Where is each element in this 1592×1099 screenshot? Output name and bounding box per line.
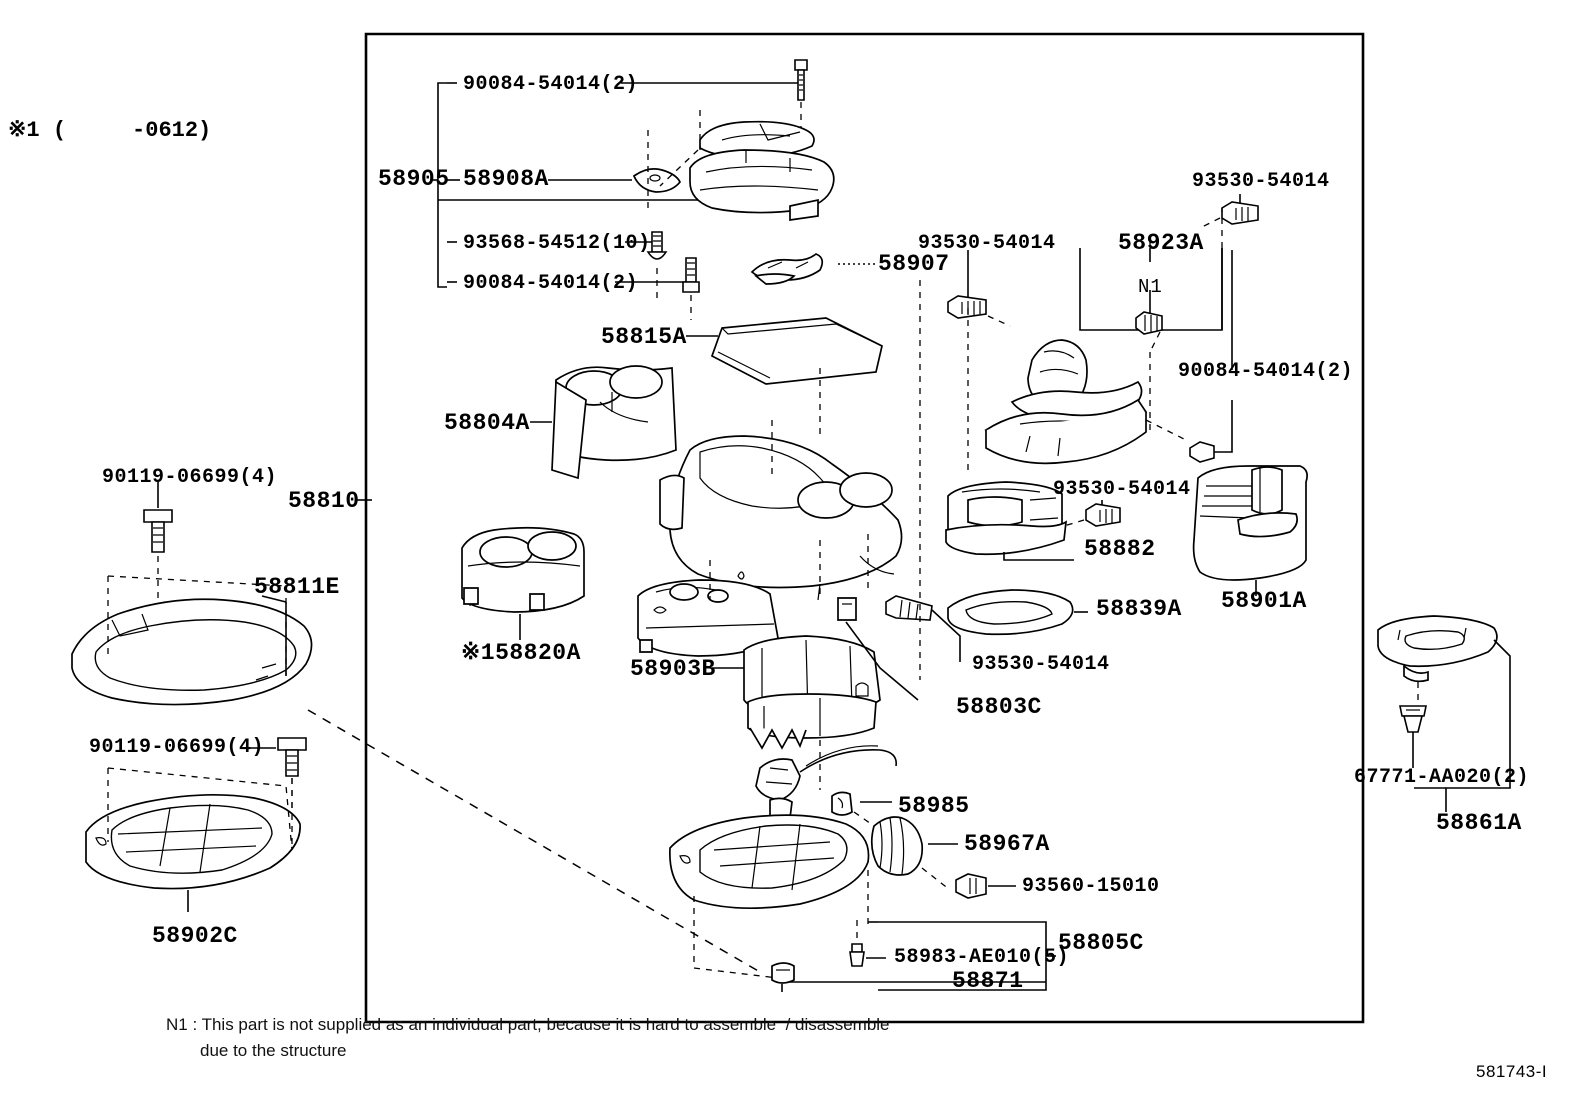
bolt-67771-icon <box>1400 706 1426 768</box>
label-58871: 58871 <box>952 968 1024 994</box>
bolt-90084-low-icon <box>683 258 699 320</box>
part-58871-icon <box>772 963 794 992</box>
label-58967A: 58967A <box>964 831 1050 857</box>
screw-93530-b-icon <box>1200 194 1258 228</box>
part-shift-cable <box>756 746 896 852</box>
part-58907-icon <box>752 254 878 284</box>
part-58985-icon <box>832 792 892 826</box>
label-n1-marker: N1 <box>1138 276 1163 298</box>
label-58903B: 58903B <box>630 656 716 682</box>
part-58803C-icon <box>744 636 880 790</box>
label-58810: 58810 <box>288 488 360 514</box>
assembly-reference-line <box>308 710 760 972</box>
footnote-line-1: N1 : This part is not supplied as an ind… <box>166 1015 890 1034</box>
label-58815A: 58815A <box>601 324 687 350</box>
screw-93530-a-icon <box>948 250 1010 326</box>
part-58839A-icon <box>948 590 1088 634</box>
part-58815A-icon <box>686 318 882 440</box>
label-58923A: 58923A <box>1118 230 1204 256</box>
part-58967A-icon <box>872 817 958 890</box>
label-90084-54014-low: 90084-54014(2) <box>463 272 639 295</box>
label-67771-AA020: 67771-AA020(2) <box>1354 766 1530 789</box>
part-58908A-icon <box>634 169 680 192</box>
bolt-90119-upper-icon <box>144 482 172 600</box>
label-58820A: ※158820A <box>461 640 581 666</box>
label-93530-54014-a: 93530-54014 <box>918 232 1056 255</box>
label-58907: 58907 <box>878 251 950 277</box>
part-58905-console-lid <box>648 110 834 220</box>
label-90084-54014-top: 90084-54014(2) <box>463 73 639 96</box>
label-58882: 58882 <box>1084 536 1156 562</box>
label-93530-54014-d: 93530-54014 <box>972 653 1110 676</box>
label-58811E: 58811E <box>254 574 340 600</box>
part-58901A-icon <box>1194 466 1308 596</box>
label-93568-54512: 93568-54512(10) <box>463 232 651 255</box>
part-58820A-icon <box>462 528 584 640</box>
label-58905: 58905 <box>378 166 450 192</box>
label-58901A: 58901A <box>1221 588 1307 614</box>
bolt-90084-right-icon <box>1190 248 1232 462</box>
screw-93530-c-icon <box>1064 500 1120 526</box>
label-90119-06699-lower: 90119-06699(4) <box>89 736 265 759</box>
label-58908A: 58908A <box>463 166 549 192</box>
label-58805C: 58805C <box>1058 930 1144 956</box>
label-93530-54014-b: 93530-54014 <box>1192 170 1330 193</box>
clip-58983-icon <box>850 920 886 966</box>
label-93530-54014-c: 93530-54014 <box>1053 478 1191 501</box>
footnote-line-2: due to the structure <box>200 1041 347 1060</box>
label-58803C: 58803C <box>956 694 1042 720</box>
part-58902C-icon <box>86 768 300 912</box>
label-58983-AE010: 58983-AE010(5) <box>894 946 1070 969</box>
label-58861A: 58861A <box>1436 810 1522 836</box>
bolt-90084-top-icon <box>795 60 807 130</box>
part-58903B-icon <box>638 560 778 668</box>
label-93560-15010: 93560-15010 <box>1022 875 1160 898</box>
clip-93568-icon <box>648 232 666 300</box>
part-58810-console-body <box>356 420 902 600</box>
label-58902C: 58902C <box>152 923 238 949</box>
label-58985: 58985 <box>898 793 970 819</box>
screw-93530-d-icon <box>886 596 960 662</box>
label-90084-54014-right: 90084-54014(2) <box>1178 360 1354 383</box>
part-58803C-nub <box>838 598 918 700</box>
bolt-93560-icon <box>956 874 1016 898</box>
label-58804A: 58804A <box>444 410 530 436</box>
label-58839A: 58839A <box>1096 596 1182 622</box>
part-58804A-icon <box>530 366 676 478</box>
document-id: 581743-I <box>1476 1062 1548 1081</box>
label-90119-06699-upper: 90119-06699(4) <box>102 466 278 489</box>
diagram-note-star: ※1 ( -0612) <box>8 118 212 143</box>
